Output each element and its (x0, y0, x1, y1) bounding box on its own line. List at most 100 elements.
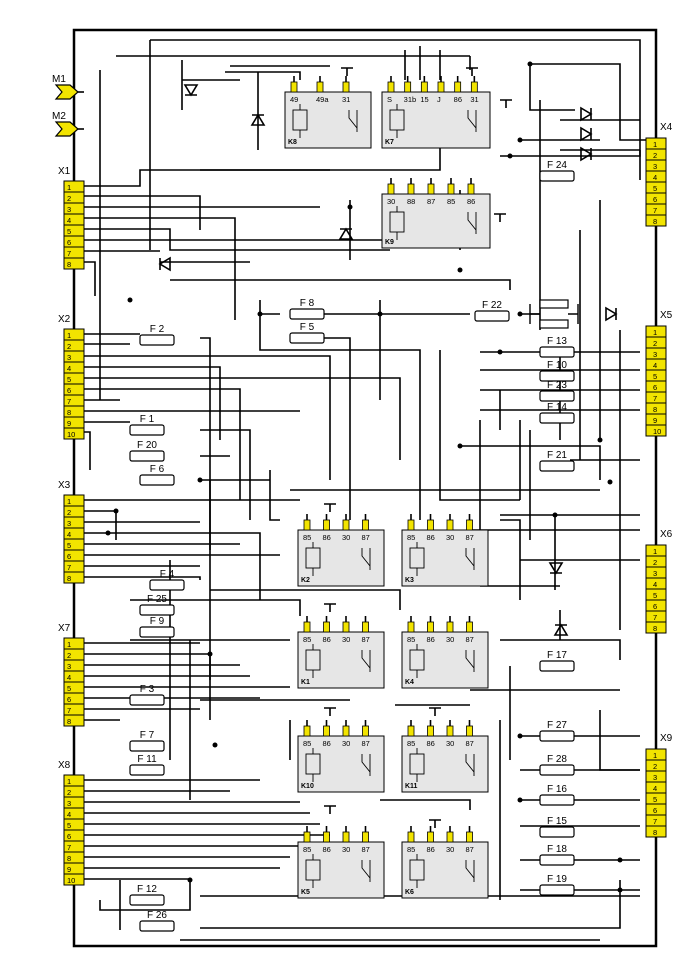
relay-pin-label: 86 (323, 533, 331, 542)
connector-pin-number: 3 (67, 662, 71, 671)
fuse-label: F 26 (147, 910, 167, 921)
fuse-f8: F 8 (289, 298, 325, 320)
fuse-f16: F 16 (539, 784, 575, 806)
connector-pin-number: 2 (67, 651, 71, 660)
connector-pin-number: 1 (653, 751, 657, 760)
diode-icon (250, 113, 266, 126)
relay-pin-label: 86 (467, 197, 475, 206)
connector-pin-number: 4 (653, 173, 657, 182)
relay-terminal (427, 621, 434, 633)
connector-pin-number: 1 (653, 547, 657, 556)
relay-terminal (407, 831, 415, 843)
fuse-body (539, 412, 575, 424)
relay-terminal (466, 519, 473, 531)
relay-pin-label: 30 (446, 533, 454, 542)
relay-label: K2 (301, 577, 310, 584)
relay-terminal (467, 183, 475, 195)
connector-pin-number: 10 (653, 427, 661, 436)
connector-pin-number: 1 (67, 640, 71, 649)
fuse-body (129, 894, 165, 906)
relay-pin-label: 30 (446, 739, 454, 748)
relay-label: K11 (405, 783, 418, 790)
connector-label: X3 (58, 480, 71, 491)
fuse-f6: F 6 (139, 464, 175, 486)
connector-pin-number: 6 (653, 602, 657, 611)
relay-terminal (407, 621, 415, 633)
connector-pin-number: 9 (67, 419, 71, 428)
fuse-f27: F 27 (539, 720, 575, 742)
connector-pin-number: 2 (653, 762, 657, 771)
fuse-f2: F 2 (139, 324, 175, 346)
ground-icon (324, 707, 336, 716)
connector-pin-number: 2 (653, 151, 657, 160)
connector-pin-number: 1 (67, 777, 71, 786)
relay-pin-label: 85 (407, 739, 415, 748)
relay-terminal (387, 183, 395, 195)
connector-arrow (54, 121, 79, 137)
relay-terminal (323, 725, 330, 737)
relay-terminal (466, 725, 473, 737)
connector-pin-number: 1 (67, 497, 71, 506)
fuse-f23: F 23 (539, 380, 575, 402)
connector-pin-number: 5 (653, 184, 657, 193)
fuse-label: F 28 (547, 754, 567, 765)
fuse-body (539, 826, 575, 838)
connector-pin-number: 10 (67, 876, 75, 885)
connector-pin-number: 8 (653, 828, 657, 837)
fuse-body (139, 920, 175, 932)
fuse-label: F 1 (140, 414, 155, 425)
diode-icon (580, 106, 593, 122)
fuse-f13: F 13 (539, 336, 575, 358)
contact-symbol (465, 650, 475, 672)
connector-pin-number: 5 (67, 375, 71, 384)
relay-terminal (427, 831, 434, 843)
relay-pin-label: 86 (427, 845, 435, 854)
connector-pin-number: 5 (653, 795, 657, 804)
connector-pin-number: 4 (653, 784, 657, 793)
fuse-f12: F 12 (129, 884, 165, 906)
fuse-body (129, 694, 165, 706)
fuse-label: F 13 (547, 336, 567, 347)
relay-terminal (446, 519, 454, 531)
diode-icon (158, 256, 171, 272)
relay-body (284, 91, 372, 149)
relay-terminal (470, 81, 478, 93)
diode-icon (548, 562, 564, 575)
fuse-body (149, 579, 185, 591)
relay-terminal (290, 81, 298, 93)
fuse-label: F 18 (547, 844, 567, 855)
connector-m2: M2 (52, 111, 84, 137)
relay-pin-label: 86 (427, 533, 435, 542)
connector-pin-number: 6 (67, 695, 71, 704)
connector-label: M2 (52, 111, 66, 122)
fuse-f28: F 28 (539, 754, 575, 776)
relay-pin-label: 87 (362, 739, 370, 748)
connector-arrow (54, 84, 79, 100)
fuse-f5: F 5 (289, 322, 325, 344)
connector-pin-number: 4 (653, 580, 657, 589)
fuse-f7: F 7 (129, 730, 165, 752)
relay-pin-label: 49a (316, 95, 329, 104)
fuse-body (539, 460, 575, 472)
fuse-label: F 9 (150, 616, 165, 627)
fuse-label: F 21 (547, 450, 567, 461)
connector-pin-number: 2 (67, 194, 71, 203)
ground-icon (341, 67, 353, 76)
contact-symbol (467, 110, 477, 132)
relay-pin-label: 30 (342, 739, 350, 748)
fuse-body (539, 854, 575, 866)
fuse-f3: F 3 (129, 684, 165, 706)
relay-label: K9 (385, 239, 394, 246)
connector-label: X8 (58, 760, 71, 771)
connector-pin-number: 3 (653, 162, 657, 171)
connector-pin-number: 5 (653, 372, 657, 381)
diode-icon (183, 84, 199, 97)
fuse-f10: F 10 (539, 360, 575, 382)
relay-terminal (407, 183, 415, 195)
diode-icon (338, 227, 354, 240)
connector-pin-number: 4 (67, 673, 71, 682)
relay-label: K1 (301, 679, 310, 686)
relay-terminal (427, 725, 434, 737)
relay-terminal (437, 81, 445, 93)
